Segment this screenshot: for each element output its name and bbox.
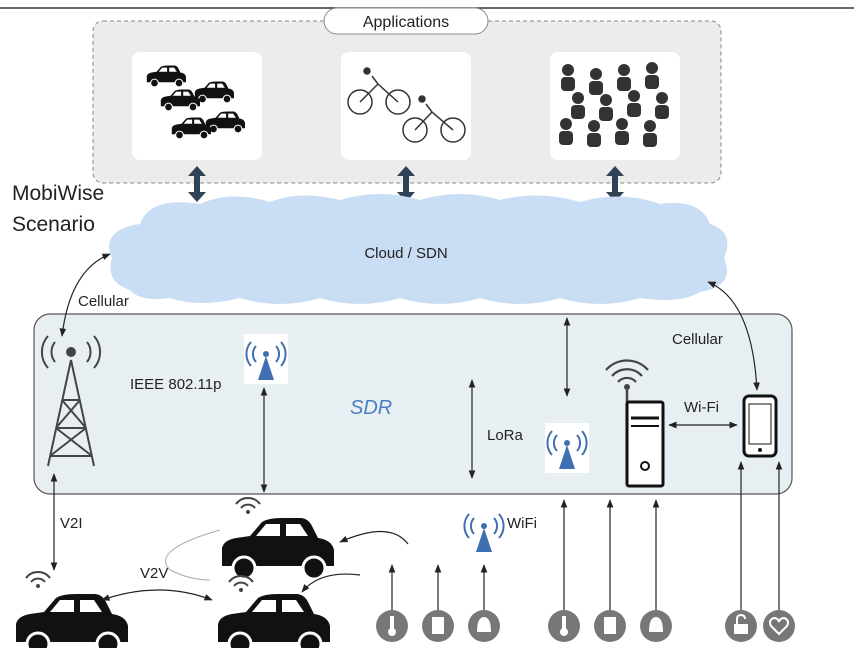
scenario-line2: Scenario xyxy=(12,213,95,236)
sensor-group-3 xyxy=(725,461,795,642)
wifi-node-antenna-icon xyxy=(461,505,507,557)
app-cloud-arrows xyxy=(188,166,624,202)
router-icon xyxy=(605,359,665,488)
cloud-sdn: Cloud / SDN xyxy=(109,194,728,304)
car-middle-icon xyxy=(220,497,336,581)
v2v-faint-link xyxy=(165,529,221,581)
ieee-antenna-icon xyxy=(243,333,289,385)
applications-title: Applications xyxy=(363,14,449,31)
cellular-left-label: Cellular xyxy=(78,293,129,310)
cellular-right-link xyxy=(707,281,760,391)
lora-antenna-icon xyxy=(544,422,590,474)
cloud-label: Cloud / SDN xyxy=(364,245,447,262)
v2i-label: V2I xyxy=(60,515,83,532)
v2v-link xyxy=(101,589,213,601)
ieee-label: IEEE 802.11p xyxy=(130,376,221,393)
cell-tower-icon xyxy=(40,335,102,467)
car-right-icon xyxy=(216,575,332,648)
scenario-line1: MobiWise xyxy=(12,182,104,205)
bell-icon xyxy=(640,610,672,642)
unlock-icon xyxy=(725,610,757,642)
sensor-group-2 xyxy=(548,499,672,642)
crowd-icon xyxy=(550,52,680,160)
sensor-to-car-link-2 xyxy=(301,573,361,593)
sensor-to-car-link-1 xyxy=(339,530,409,545)
thermometer-icon xyxy=(376,610,408,642)
heart-icon xyxy=(763,610,795,642)
wifi-node-label: WiFi xyxy=(507,515,537,532)
wifi-router-label: Wi-Fi xyxy=(684,399,719,416)
cellular-left-link xyxy=(59,253,111,337)
sdr-label: SDR xyxy=(350,397,392,419)
car-traffic-icon xyxy=(132,52,262,160)
document-sensor-icon xyxy=(594,610,626,642)
thermometer-icon xyxy=(548,610,580,642)
smartphone-icon xyxy=(742,394,778,458)
lora-label: LoRa xyxy=(487,427,524,444)
v2v-label: V2V xyxy=(140,565,168,582)
cellular-right-label: Cellular xyxy=(672,331,723,348)
sdr-box xyxy=(33,313,793,495)
sensor-group-1 xyxy=(376,564,500,642)
car-left-icon xyxy=(14,571,130,648)
cyclists-icon xyxy=(341,52,471,160)
document-sensor-icon xyxy=(422,610,454,642)
bell-icon xyxy=(468,610,500,642)
